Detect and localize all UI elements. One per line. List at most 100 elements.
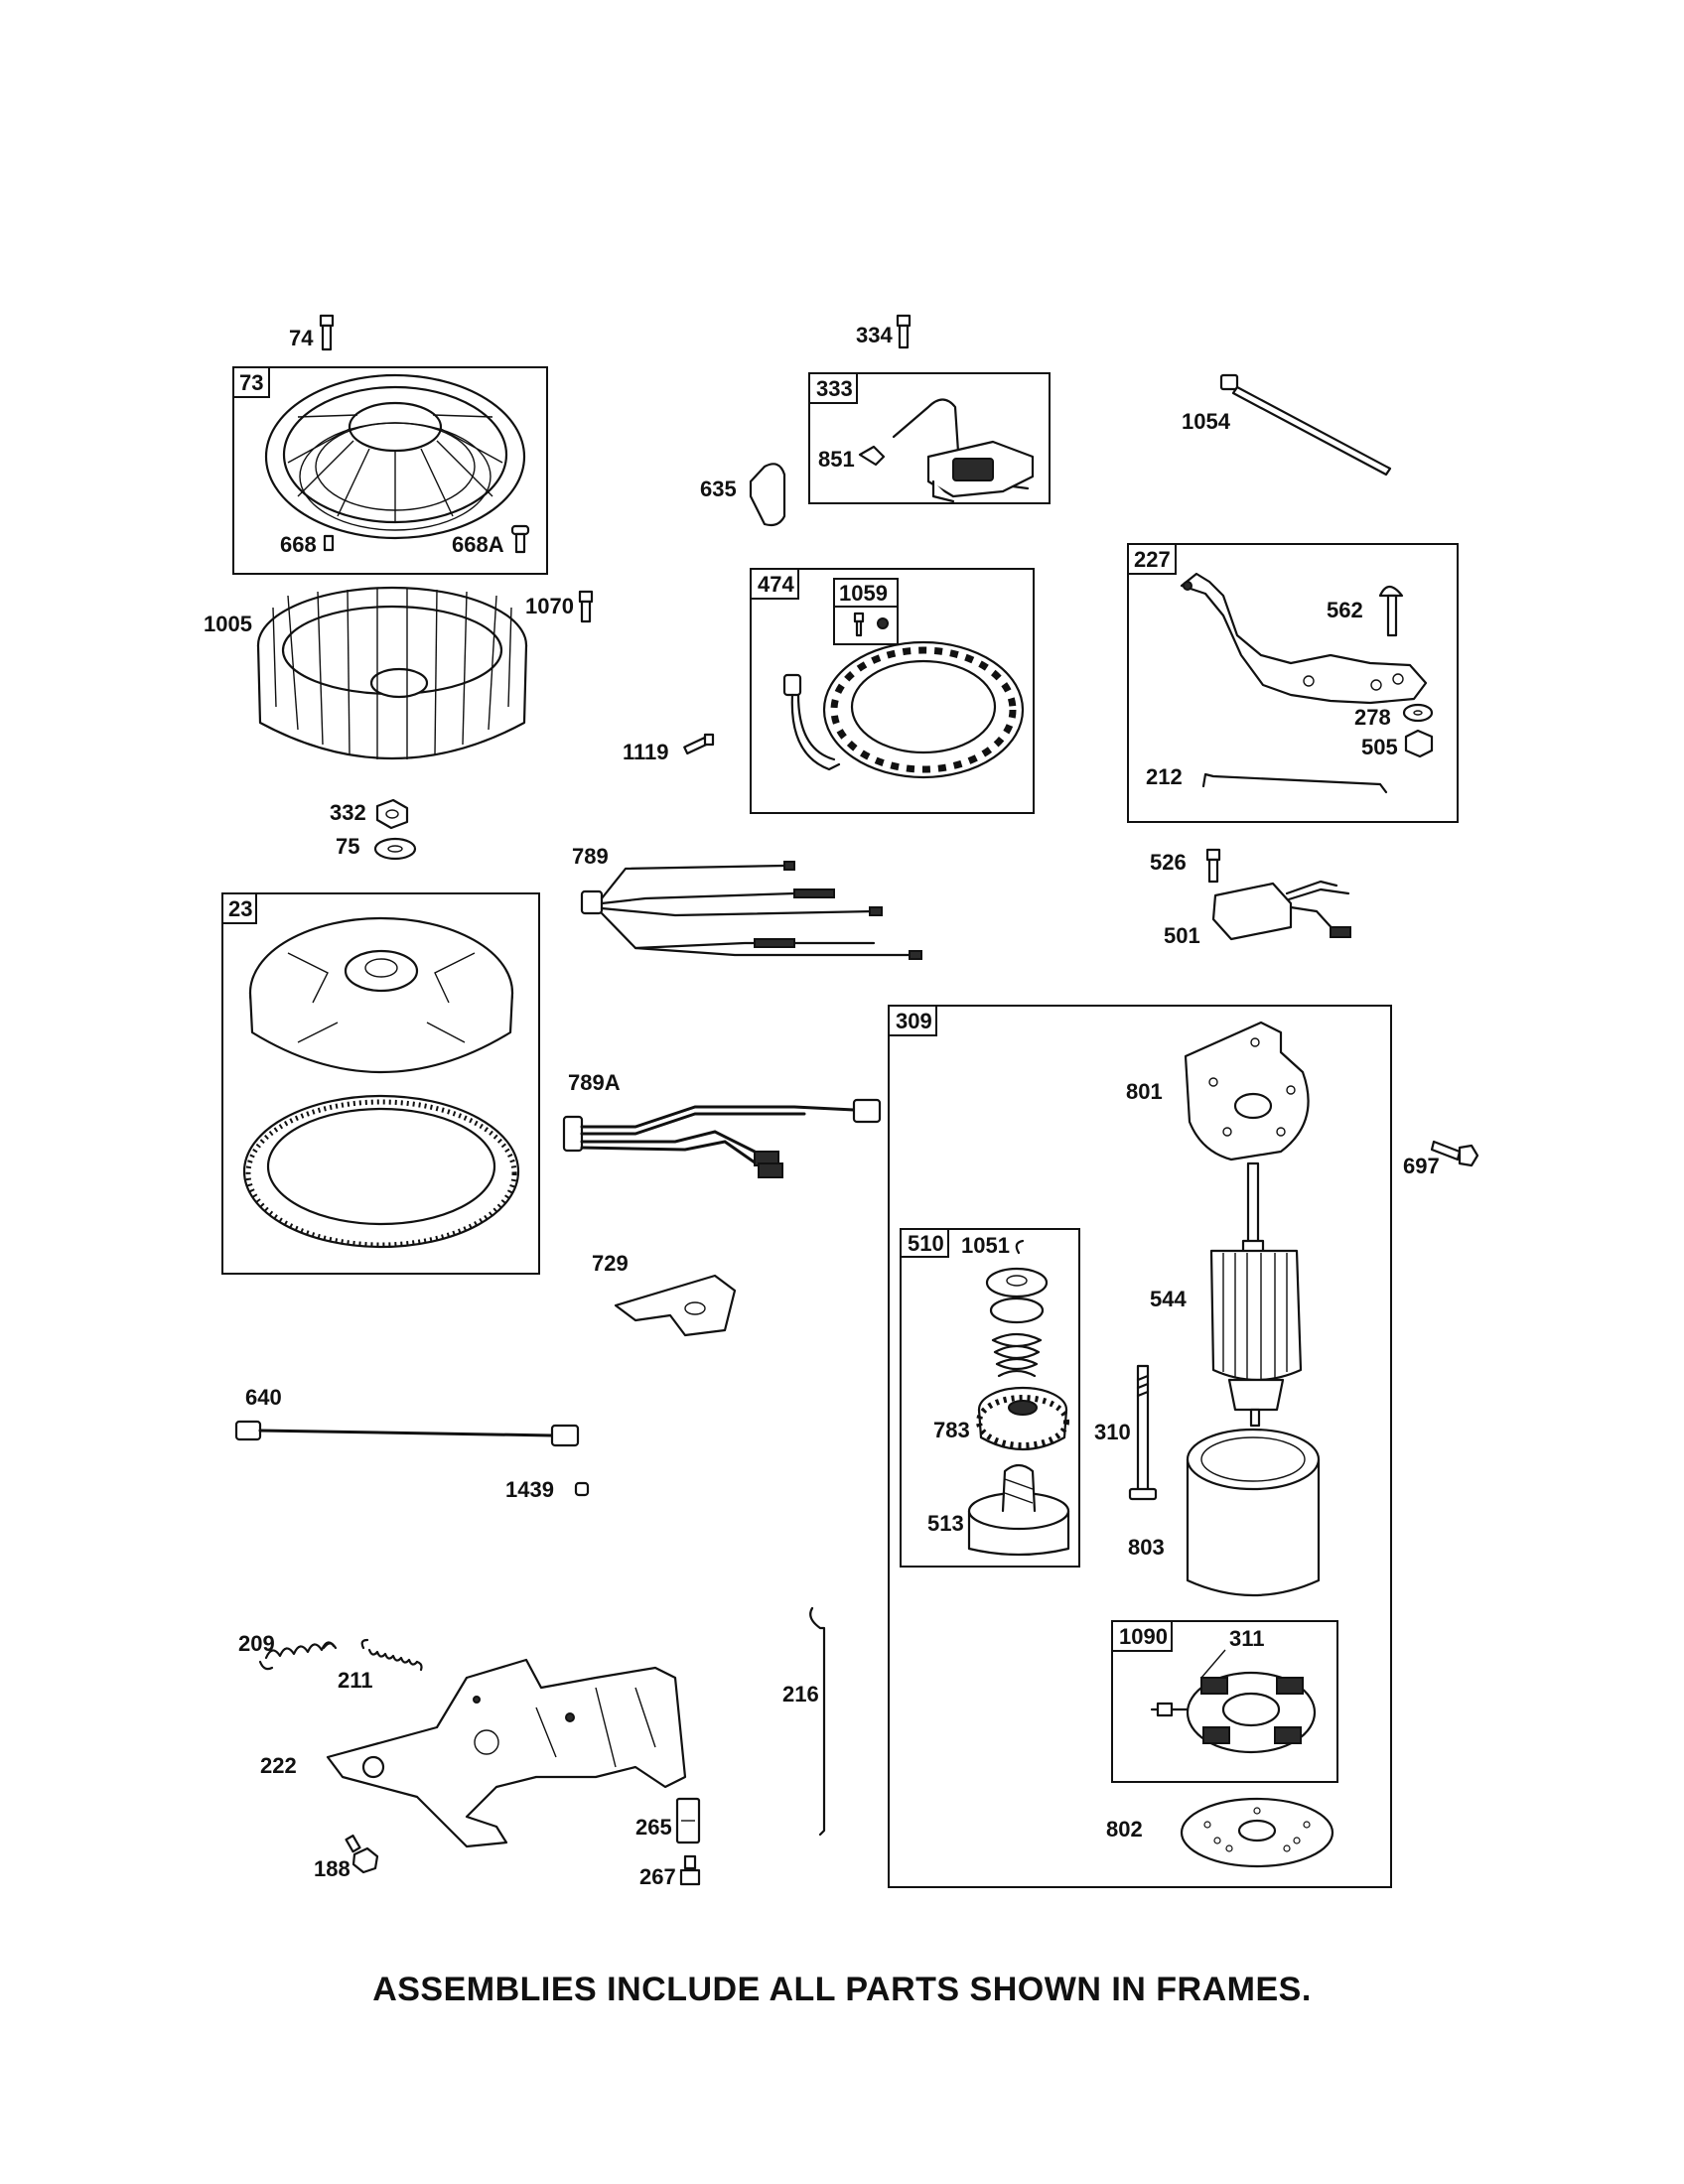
spark-plug-boot-635: [749, 463, 786, 527]
label-334: 334: [856, 323, 893, 347]
frame-tag-227: 227: [1134, 547, 1171, 572]
frame-tag-1059: 1059: [839, 581, 888, 606]
label-526: 526: [1150, 850, 1187, 875]
label-211: 211: [338, 1668, 373, 1693]
brush-holder-1090: [1150, 1671, 1317, 1754]
screw-1070: [578, 590, 594, 623]
label-1119: 1119: [623, 740, 669, 764]
motor-housing-803: [1186, 1428, 1321, 1597]
label-311: 311: [1229, 1626, 1265, 1651]
label-278: 278: [1354, 705, 1391, 730]
label-1005: 1005: [204, 612, 252, 636]
frame-tag-1090: 1090: [1119, 1624, 1168, 1649]
control-bracket-222: [326, 1658, 687, 1848]
screw-668A: [510, 524, 530, 554]
regulator-501: [1211, 880, 1351, 941]
drive-base-513: [967, 1463, 1070, 1557]
frame-tag-73: 73: [239, 370, 263, 395]
label-75: 75: [336, 834, 359, 859]
label-635: 635: [700, 477, 737, 501]
frame-510: [900, 1228, 1080, 1568]
washer-75: [373, 837, 417, 861]
pinion-gear-783: [976, 1386, 1069, 1451]
ground-wire-640: [234, 1420, 580, 1447]
label-783: 783: [933, 1418, 970, 1442]
drive-cap: [985, 1267, 1049, 1324]
label-851: 851: [818, 447, 855, 472]
spring-209: [258, 1641, 338, 1671]
ring-gear: [242, 1094, 520, 1249]
label-1439: 1439: [505, 1477, 554, 1502]
link-rod-216: [809, 1606, 826, 1837]
screw-1119: [683, 733, 715, 755]
label-513: 513: [927, 1511, 964, 1536]
blower-housing: [264, 373, 526, 540]
armature-544: [1209, 1161, 1303, 1428]
washer-278: [1402, 703, 1434, 723]
end-plate-802: [1180, 1797, 1334, 1868]
spring-211: [360, 1638, 423, 1672]
label-697: 697: [1403, 1154, 1440, 1178]
label-216: 216: [782, 1682, 819, 1706]
label-803: 803: [1128, 1535, 1165, 1560]
flywheel: [248, 916, 514, 1074]
label-562: 562: [1327, 598, 1363, 622]
label-668: 668: [280, 532, 317, 557]
gasket-729: [614, 1274, 737, 1337]
flywheel-fan: [256, 586, 528, 760]
label-729: 729: [592, 1251, 629, 1276]
label-505: 505: [1361, 735, 1398, 759]
screw-74: [319, 314, 335, 351]
nut-332: [375, 798, 409, 830]
screw-1059: [853, 612, 889, 637]
frame-1090: [1111, 1620, 1338, 1783]
cable-tie-1054: [1219, 373, 1392, 477]
label-544: 544: [1150, 1287, 1187, 1311]
end-cap-801: [1184, 1021, 1310, 1161]
label-265: 265: [635, 1815, 672, 1840]
screw-562: [1378, 585, 1404, 637]
label-802: 802: [1106, 1817, 1143, 1842]
label-222: 222: [260, 1753, 297, 1778]
frame-tag-23: 23: [228, 896, 252, 921]
label-640: 640: [245, 1385, 282, 1410]
bolt-697: [1430, 1140, 1479, 1167]
frame-tag-309: 309: [896, 1009, 932, 1033]
label-267: 267: [639, 1864, 676, 1889]
ignition-armature: [892, 398, 1035, 503]
nut-505: [1404, 729, 1434, 758]
label-501: 501: [1164, 923, 1200, 948]
throttle-link-212: [1201, 772, 1388, 794]
pin-668: [323, 534, 335, 552]
frame-tag-474: 474: [758, 572, 794, 597]
screw-526: [1205, 848, 1221, 884]
wire-harness-789: [580, 861, 922, 960]
thru-bolt-310: [1128, 1364, 1158, 1501]
clip-1051: [1015, 1239, 1025, 1255]
frame-474: [750, 568, 1035, 814]
label-1070: 1070: [525, 594, 574, 618]
label-310: 310: [1094, 1420, 1131, 1444]
label-668A: 668A: [452, 532, 504, 557]
clip-851: [858, 445, 886, 467]
drive-spring: [991, 1332, 1043, 1378]
frame-23: [221, 892, 540, 1275]
screw-334: [896, 314, 912, 349]
frame-333: [808, 372, 1051, 504]
label-74: 74: [289, 326, 314, 350]
alternator-stator: [782, 640, 1025, 779]
screw-267: [679, 1854, 701, 1886]
screw-1439: [574, 1481, 590, 1497]
label-789A: 789A: [568, 1070, 621, 1095]
screw-188: [345, 1834, 379, 1874]
frame-tag-510: 510: [908, 1231, 944, 1256]
label-801: 801: [1126, 1079, 1163, 1104]
frame-tag-333: 333: [816, 376, 853, 401]
label-332: 332: [330, 800, 366, 825]
frame-227: [1127, 543, 1459, 823]
label-188: 188: [314, 1856, 351, 1881]
label-1051: 1051: [961, 1233, 1010, 1258]
frame-309: [888, 1005, 1392, 1888]
frame-73: [232, 366, 548, 575]
